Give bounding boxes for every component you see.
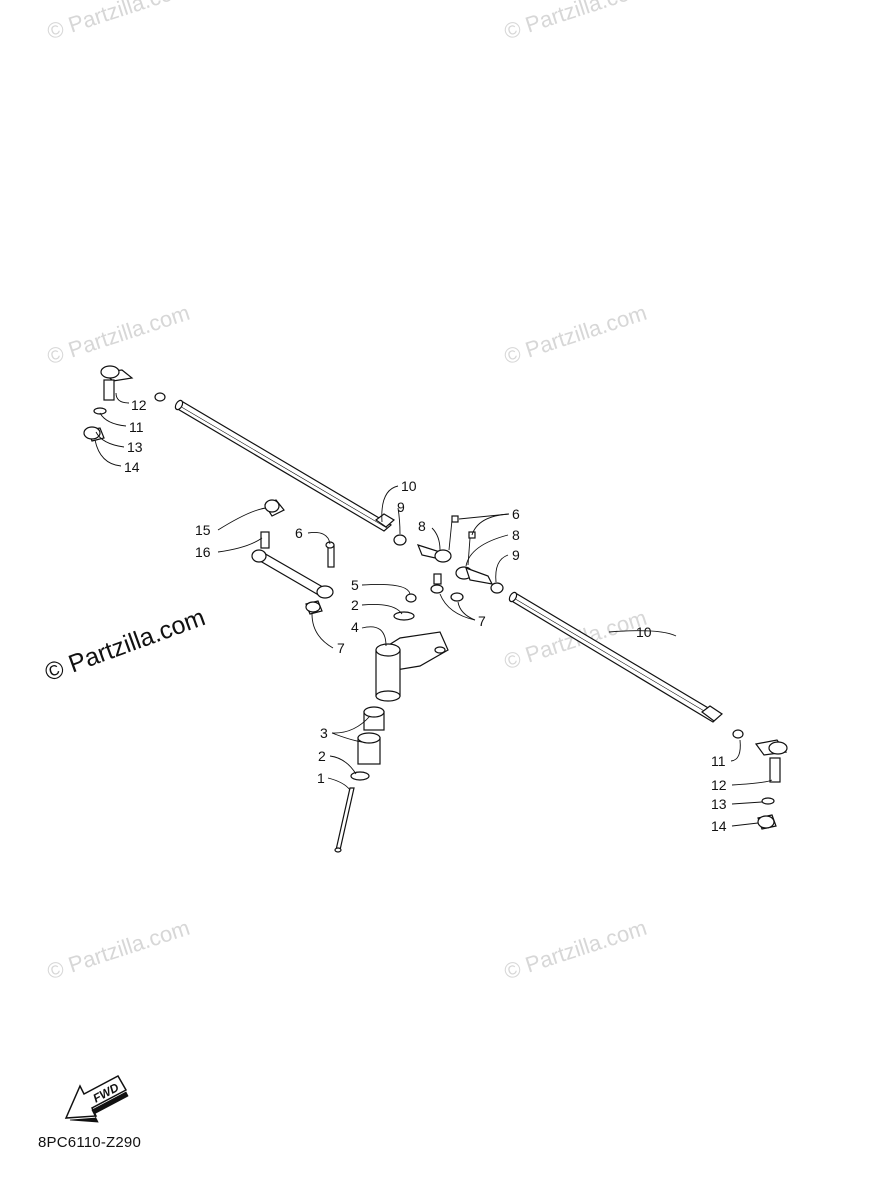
callout-10: 10: [401, 478, 417, 494]
callout-6: 6: [512, 506, 520, 522]
callout-8: 8: [512, 527, 520, 543]
callout-8: 8: [418, 518, 426, 534]
relay-rod: [251, 499, 335, 615]
callout-12: 12: [711, 777, 727, 793]
callout-13: 13: [127, 439, 143, 455]
callout-10: 10: [636, 624, 652, 640]
callout-13: 13: [711, 796, 727, 812]
tie-rod-lower: [508, 591, 723, 723]
diagram-code: 8PC6110-Z290: [38, 1134, 142, 1151]
callout-1: 1: [317, 770, 325, 786]
callout-9: 9: [512, 547, 520, 563]
leader-lines: [94, 392, 773, 827]
callout-9: 9: [397, 499, 405, 515]
pitman-arm-assembly: [334, 593, 449, 853]
callout-4: 4: [351, 619, 359, 635]
callout-5: 5: [351, 577, 359, 593]
tie-rod-end-upper-left: [83, 365, 166, 442]
callout-3: 3: [320, 725, 328, 741]
callout-6: 6: [295, 525, 303, 541]
callout-7: 7: [337, 640, 345, 656]
center-tie-rod-ends: [393, 515, 504, 602]
forward-arrow-icon: FWD: [64, 1074, 129, 1123]
callout-7: 7: [478, 613, 486, 629]
callouts: 12 11 13 14 10 9 8 6 8 9 7 15 16 6 5 2 4…: [124, 397, 727, 834]
callout-14: 14: [711, 818, 727, 834]
callout-11: 11: [129, 419, 144, 435]
callout-14: 14: [124, 459, 140, 475]
tie-rod-end-lower-right: [732, 729, 788, 830]
callout-2: 2: [318, 748, 326, 764]
callout-2: 2: [351, 597, 359, 613]
tie-rod-upper: [174, 399, 396, 532]
callout-11: 11: [711, 753, 726, 769]
callout-16: 16: [195, 544, 211, 560]
callout-15: 15: [195, 522, 211, 538]
callout-12: 12: [131, 397, 147, 413]
